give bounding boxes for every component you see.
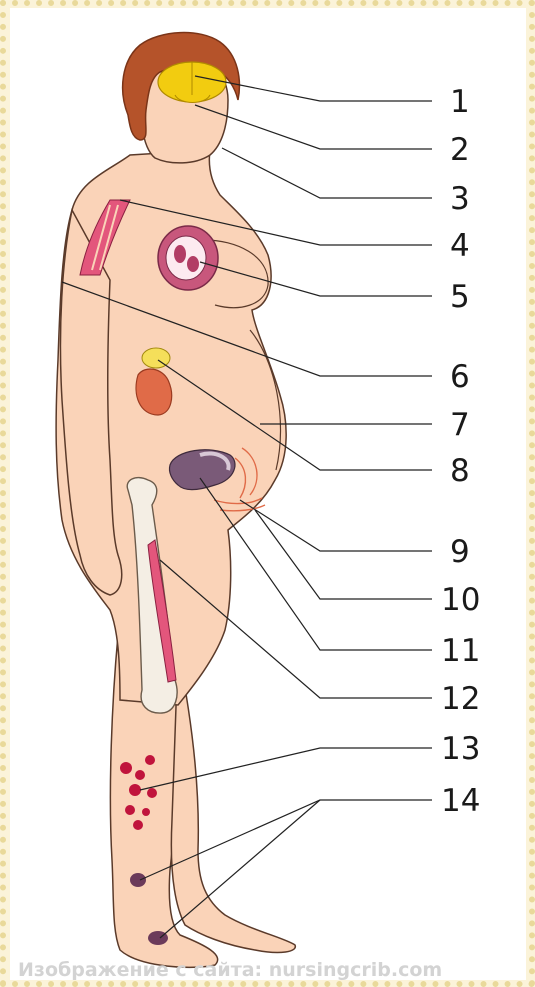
leader-9 bbox=[240, 500, 432, 551]
label-6: 6 bbox=[450, 359, 470, 395]
leader-2 bbox=[195, 105, 432, 149]
label-11: 11 bbox=[441, 633, 480, 669]
label-14: 14 bbox=[441, 783, 480, 819]
label-5: 5 bbox=[450, 279, 470, 315]
leader-10 bbox=[255, 510, 432, 599]
brain-organ bbox=[158, 62, 226, 103]
label-7: 7 bbox=[450, 407, 470, 443]
number-labels: 1 2 3 4 5 6 7 8 9 10 11 12 13 14 bbox=[441, 84, 480, 819]
leader-3 bbox=[222, 148, 432, 198]
label-1: 1 bbox=[450, 84, 470, 120]
label-13: 13 bbox=[441, 731, 480, 767]
leg-right bbox=[171, 650, 295, 952]
watermark-text: Изображение с сайта: nursingcrib.com bbox=[18, 959, 442, 981]
label-4: 4 bbox=[450, 228, 470, 264]
heart-organ bbox=[158, 226, 218, 290]
label-3: 3 bbox=[450, 181, 470, 217]
label-10: 10 bbox=[441, 582, 480, 618]
label-2: 2 bbox=[450, 132, 470, 168]
label-8: 8 bbox=[450, 453, 470, 489]
label-12: 12 bbox=[441, 681, 480, 717]
label-9: 9 bbox=[450, 534, 470, 570]
